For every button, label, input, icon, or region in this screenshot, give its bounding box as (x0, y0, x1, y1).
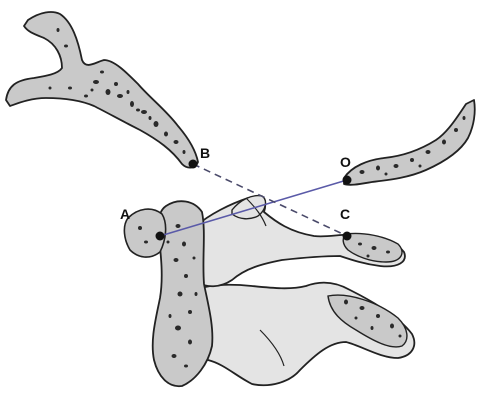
upper-left-bone (6, 12, 198, 168)
point-o-label: O (340, 154, 351, 170)
point-a-marker (156, 232, 165, 241)
anterior-arch (124, 201, 212, 386)
point-a-label: A (120, 206, 130, 222)
point-b-label: B (200, 145, 210, 161)
point-c-marker (343, 232, 352, 241)
atlas-vertebra (192, 196, 404, 287)
upper-right-bone (344, 100, 475, 185)
point-c-label: C (340, 206, 350, 222)
point-b-marker (189, 160, 198, 169)
axis-vertebra (196, 283, 415, 386)
point-o-marker (343, 176, 352, 185)
